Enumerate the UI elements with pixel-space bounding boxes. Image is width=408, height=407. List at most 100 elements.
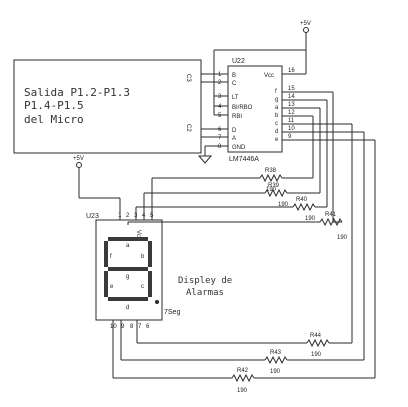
output-wires xyxy=(282,91,376,378)
resistor-r43 xyxy=(264,355,288,365)
vcc-top-label: +5V xyxy=(300,21,311,27)
ic-pin-3-num: 3 xyxy=(218,94,222,100)
r41-value: 190 xyxy=(337,235,348,241)
resistor-r39 xyxy=(264,188,288,198)
micro-label-line3: del Micro xyxy=(24,113,84,126)
r39-value: 190 xyxy=(278,202,289,208)
display-body xyxy=(95,219,163,321)
ic-pin-9-num: 9 xyxy=(288,134,292,140)
resistor-r41 xyxy=(319,217,343,227)
display-pin-8: 8 xyxy=(130,324,134,330)
decoder-ic: U22 LM7446A 1 B 2 C 3 LT 4 BI/RBO 5 RBI … xyxy=(218,58,295,163)
micro-pin-c2: C2 xyxy=(185,124,191,132)
segment-g xyxy=(108,267,148,271)
micro-label-line2: P1.4-P1.5 xyxy=(24,99,84,112)
seg-letter-g: g xyxy=(126,274,129,280)
seg-letter-d: d xyxy=(126,305,129,311)
ic-pin-7-num: 7 xyxy=(218,135,222,141)
segment-f xyxy=(104,241,108,267)
ic-pin-5-num: 5 xyxy=(218,113,222,119)
resistor-r42 xyxy=(231,373,255,383)
r43-value: 190 xyxy=(270,369,281,375)
micro-pin-c3: C3 xyxy=(185,74,191,82)
display-pin-9: 9 xyxy=(121,324,125,330)
display-caption-line2: Alarmas xyxy=(186,288,224,298)
resistor-r44 xyxy=(306,338,330,348)
seg-letter-e: e xyxy=(110,284,114,290)
ic-pin-14-name: g xyxy=(275,97,278,103)
r42-value: 190 xyxy=(237,388,248,394)
ic-pin-8-name: GND xyxy=(232,145,246,151)
segment-a xyxy=(108,237,148,241)
ic-pin-4-name: BI/RBO xyxy=(232,105,253,111)
display-pin-6: 6 xyxy=(146,324,150,330)
ic-pin-1-num: 1 xyxy=(218,72,222,78)
r38-value: 190 xyxy=(266,187,277,193)
r44-value: 190 xyxy=(311,352,322,358)
display-pin-1: 1 xyxy=(118,213,122,219)
ic-pin-15-name: f xyxy=(275,89,277,95)
segment-dp xyxy=(155,300,159,304)
ic-pin-8-num: 8 xyxy=(218,144,222,150)
ic-pin-12-name: b xyxy=(275,113,279,119)
micro-label-line1: Salida P1.2-P1.3 xyxy=(24,86,130,99)
micro-block: Salida P1.2-P1.3 P1.4-P1.5 del Micro C3 … xyxy=(13,59,202,154)
resistor-r40 xyxy=(292,202,316,212)
seg-letter-c: c xyxy=(141,284,144,290)
segment-e xyxy=(104,271,108,297)
segment-b xyxy=(148,241,152,267)
ic-pin-13-num: 13 xyxy=(288,102,295,108)
segment-d xyxy=(108,297,148,301)
display-pin-5: 5 xyxy=(150,213,154,219)
ic-pin-11-name: c xyxy=(275,121,278,127)
seven-seg-display: U23 7Seg Vcc 1 2 3 4 5 10 9 8 7 6 a f b … xyxy=(86,213,232,330)
bus-wires xyxy=(197,49,306,164)
display-pin-3: 3 xyxy=(134,213,138,219)
ic-pin-1-name: B xyxy=(232,73,236,79)
r40-ref: R40 xyxy=(296,197,308,203)
lower-resistors: R44 190 R43 190 R42 190 xyxy=(112,320,375,394)
decoder-ic-body xyxy=(227,65,283,153)
vcc-left: +5V xyxy=(73,156,121,220)
r41-ref: R41 xyxy=(325,212,337,218)
decoder-ic-ref: U22 xyxy=(232,58,245,65)
upper-resistors: R38 190 R39 190 R40 190 R41 190 xyxy=(127,168,348,241)
display-vcc-label: Vcc xyxy=(135,230,141,240)
ic-pin-5-name: RBI xyxy=(232,114,242,120)
seg-letter-f: f xyxy=(110,254,112,260)
ic-pin-7-name: A xyxy=(232,136,236,142)
ic-pin-vcc-name: Vcc xyxy=(264,73,274,79)
display-pin-10: 10 xyxy=(110,324,117,330)
ic-pin-2-name: C xyxy=(232,81,237,87)
ground-symbol xyxy=(197,155,213,164)
ic-pin-3-name: LT xyxy=(232,95,239,101)
seg-letter-b: b xyxy=(141,254,145,260)
display-caption-line1: Displey de xyxy=(178,276,232,286)
r42-ref: R42 xyxy=(237,368,249,374)
ic-pin-15-num: 15 xyxy=(288,86,295,92)
r39-ref: R39 xyxy=(268,183,280,189)
ic-pin-6-num: 6 xyxy=(218,127,222,133)
resistor-r38 xyxy=(259,173,283,183)
vcc-top-terminal xyxy=(303,27,309,33)
ic-pin-2-num: 2 xyxy=(218,80,222,86)
display-pin-4: 4 xyxy=(142,213,146,219)
display-part: 7Seg xyxy=(164,309,180,316)
ic-pin-10-num: 10 xyxy=(288,126,295,132)
r40-value: 190 xyxy=(305,216,316,222)
r38-ref: R38 xyxy=(265,168,277,174)
ic-pin-9-name: e xyxy=(275,137,279,143)
ic-pin-12-num: 12 xyxy=(288,110,295,116)
r43-ref: R43 xyxy=(270,350,282,356)
ic-pin-4-num: 4 xyxy=(218,104,222,110)
display-ref: U23 xyxy=(86,213,99,220)
segment-c xyxy=(148,271,152,297)
ic-pin-11-num: 11 xyxy=(288,118,295,124)
vcc-left-terminal xyxy=(76,162,82,168)
display-pin-7: 7 xyxy=(138,324,142,330)
ic-pin-6-name: D xyxy=(232,128,237,134)
micro-box xyxy=(13,59,202,154)
vcc-top: +5V xyxy=(282,21,311,75)
ic-pin-10-name: d xyxy=(275,129,278,135)
